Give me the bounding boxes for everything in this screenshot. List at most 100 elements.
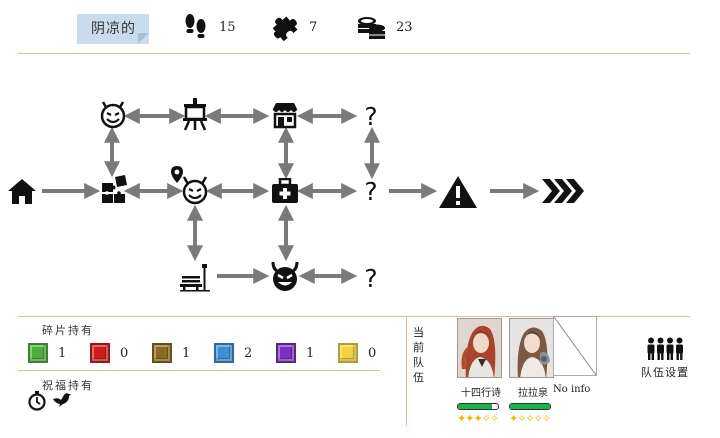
fragment-gem-green: [28, 343, 48, 363]
star-filled-icon: ✦: [473, 412, 482, 425]
rest-bench-node[interactable]: [180, 262, 212, 292]
coins-counter: 23: [356, 14, 413, 40]
panel-divider: [406, 316, 407, 426]
pieces-counter: 7: [271, 14, 318, 41]
character-portrait: [457, 318, 502, 378]
puzzle-piece-icon: [272, 16, 298, 41]
team-settings-label: 队伍设置: [641, 366, 689, 379]
fragment-count: 0: [120, 345, 129, 361]
medkit-node[interactable]: [270, 176, 300, 206]
page-fold: [138, 33, 149, 44]
fragment-count: 1: [182, 345, 191, 361]
fragment-gem-blue: [214, 343, 234, 363]
team-settings-button[interactable]: 队伍设置: [638, 337, 692, 380]
health-bar-fill: [510, 404, 550, 409]
star-empty-icon: ✧: [517, 412, 526, 425]
unknown-node-1[interactable]: ?: [358, 100, 384, 132]
enemy-node-bottom[interactable]: [269, 260, 301, 292]
unknown-node-2[interactable]: ?: [358, 175, 384, 207]
dove-icon[interactable]: [52, 391, 72, 409]
fragment-count: 0: [368, 345, 377, 361]
star-filled-icon: ✦: [465, 412, 474, 425]
fragment-gem-red: [90, 343, 110, 363]
start-home-node[interactable]: [6, 175, 38, 207]
star-empty-icon: ✧: [533, 412, 543, 425]
pocket-watch-icon[interactable]: [28, 391, 46, 411]
devil-with-location-pin-icon: [171, 166, 208, 205]
puzzle-pieces-icon: [102, 175, 127, 203]
shop-node[interactable]: [270, 100, 300, 130]
star-filled-icon: ✦: [509, 412, 518, 425]
team-member-card[interactable]: 十四行诗 ✦✦✦✧✧: [457, 318, 505, 424]
current-enemy-node[interactable]: [168, 164, 212, 208]
medkit-icon: [272, 178, 298, 203]
easel-icon: [183, 98, 207, 131]
exit-node[interactable]: [540, 176, 586, 206]
team-member-card[interactable]: 拉拉泉 ✦✧✧✧✧: [509, 318, 557, 424]
star-empty-icon: ✧: [525, 412, 534, 425]
character-name: 十四行诗: [461, 388, 501, 399]
star-empty-icon: ✧: [481, 412, 491, 425]
unknown-marker: ?: [364, 176, 378, 206]
fast-forward-chevrons-icon: [542, 179, 584, 203]
steps-counter: 15: [183, 14, 236, 40]
team-title: 当 前 队 伍: [413, 326, 427, 384]
route-map: [42, 108, 540, 284]
star-filled-icon: ✦: [457, 412, 466, 425]
unknown-node-3[interactable]: ?: [358, 262, 384, 294]
star-empty-icon: ✧: [541, 412, 551, 425]
fragment-item[interactable]: 2: [214, 343, 276, 363]
fragment-item[interactable]: 0: [338, 343, 388, 363]
health-bar: [457, 403, 499, 410]
pieces-value: 7: [309, 19, 318, 35]
empty-slot-label: No info: [553, 384, 591, 395]
fragment-gem-yellow: [338, 343, 358, 363]
unknown-marker: ?: [364, 101, 378, 131]
steps-value: 15: [219, 19, 236, 35]
star-empty-icon: ✧: [489, 412, 499, 425]
home-icon: [8, 179, 36, 204]
fragment-item[interactable]: 1: [152, 343, 214, 363]
team-title-char: 前: [413, 341, 424, 354]
character-portrait-art: [510, 319, 553, 377]
coins-value: 23: [396, 19, 413, 35]
shop-icon: [272, 103, 298, 129]
health-bar-fill: [458, 404, 492, 409]
fragment-item[interactable]: 1: [276, 343, 338, 363]
character-name: 拉拉泉: [518, 388, 548, 399]
fragment-count: 1: [306, 345, 315, 361]
team-title-char: 当: [413, 326, 424, 339]
star-rating: ✦✦✦✧✧: [457, 413, 505, 424]
coins-stack-icon: [358, 17, 385, 39]
devil-outline-icon: [100, 101, 126, 129]
easel-node[interactable]: [180, 97, 210, 131]
bottom-divider: [18, 316, 690, 317]
fragment-count: 1: [58, 345, 67, 361]
blessings-title: 祝福持有: [42, 379, 94, 392]
health-bar: [509, 403, 551, 410]
puzzle-node[interactable]: [100, 173, 130, 205]
footprints-icon: [185, 14, 206, 38]
fragments-title: 碎片持有: [42, 324, 94, 337]
warning-icon: [439, 176, 477, 208]
fragment-count: 2: [244, 345, 253, 361]
fragment-gem-brown: [152, 343, 172, 363]
team-people-icon: [647, 337, 683, 360]
star-rating: ✦✧✧✧✧: [509, 413, 557, 424]
devil-filled-icon: [271, 261, 299, 291]
empty-slot-slash: [553, 316, 597, 376]
team-title-char: 伍: [413, 371, 424, 384]
enemy-node-top[interactable]: [99, 99, 127, 129]
fragment-item[interactable]: 0: [90, 343, 152, 363]
empty-team-slot[interactable]: No info: [553, 316, 597, 395]
header-divider: [18, 53, 690, 54]
blessing-list: [28, 391, 72, 411]
fragment-item[interactable]: 1: [28, 343, 90, 363]
boss-warning-node[interactable]: [437, 174, 479, 210]
character-portrait: [509, 318, 554, 378]
team-title-char: 队: [413, 356, 424, 369]
empty-portrait-frame: [553, 316, 597, 376]
fragment-gem-purple: [276, 343, 296, 363]
fragment-list: 1 0 1 2 1 0: [28, 343, 388, 363]
park-bench-icon: [180, 264, 210, 292]
